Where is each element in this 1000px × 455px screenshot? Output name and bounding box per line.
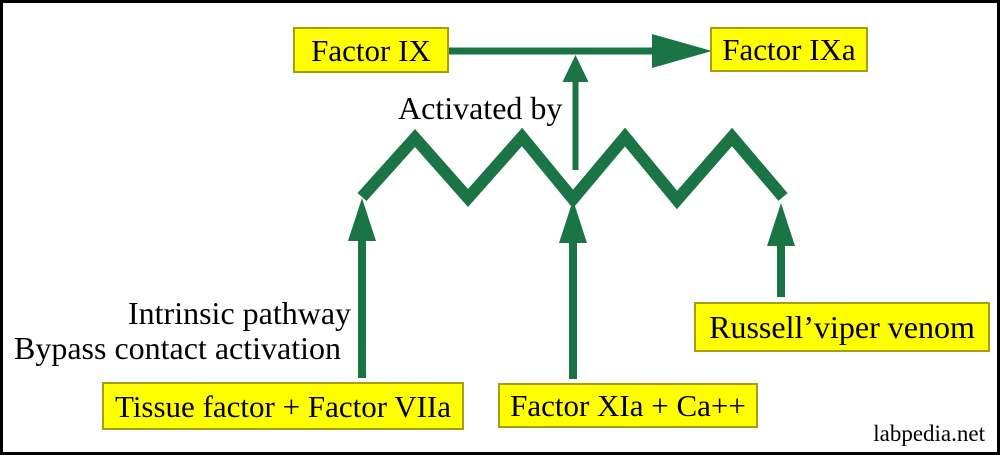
label-intrinsic-pathway: Intrinsic pathway xyxy=(128,295,352,331)
up-arrowhead-icon xyxy=(767,203,795,246)
label-bypass-contact-activation: Bypass contact activation xyxy=(14,330,342,366)
node-russell-viper-venom-label: Russell’viper venom xyxy=(709,309,975,345)
up-arrowhead-icon xyxy=(559,200,587,243)
node-factor-ixa-label: Factor IXa xyxy=(722,32,856,67)
node-tissue-factor: Tissue factor + Factor VIIa xyxy=(102,382,464,430)
zigzag-activation-line xyxy=(357,127,788,210)
arrow-factor-ix-to-ixa xyxy=(449,34,712,68)
label-activated-by: Activated by xyxy=(398,90,563,126)
up-arrowhead-icon xyxy=(348,198,376,241)
node-factor-xia: Factor XIa + Ca++ xyxy=(498,383,758,428)
node-factor-ixa: Factor IXa xyxy=(710,27,868,72)
node-factor-ix: Factor IX xyxy=(293,27,449,73)
node-factor-xia-label: Factor XIa + Ca++ xyxy=(510,388,746,423)
node-russell-viper-venom: Russell’viper venom xyxy=(694,302,990,352)
watermark-labpedia: labpedia.net xyxy=(873,420,985,446)
arrow-activated-by xyxy=(562,55,589,170)
arrow-from-factor-xia xyxy=(559,200,587,379)
up-arrowhead-icon xyxy=(562,55,589,82)
node-tissue-factor-label: Tissue factor + Factor VIIa xyxy=(114,388,452,424)
arrow-from-russell-viper xyxy=(767,203,795,297)
right-arrowhead-icon xyxy=(652,34,712,68)
node-factor-ix-label: Factor IX xyxy=(311,32,431,68)
arrow-from-tissue-factor xyxy=(348,198,376,378)
